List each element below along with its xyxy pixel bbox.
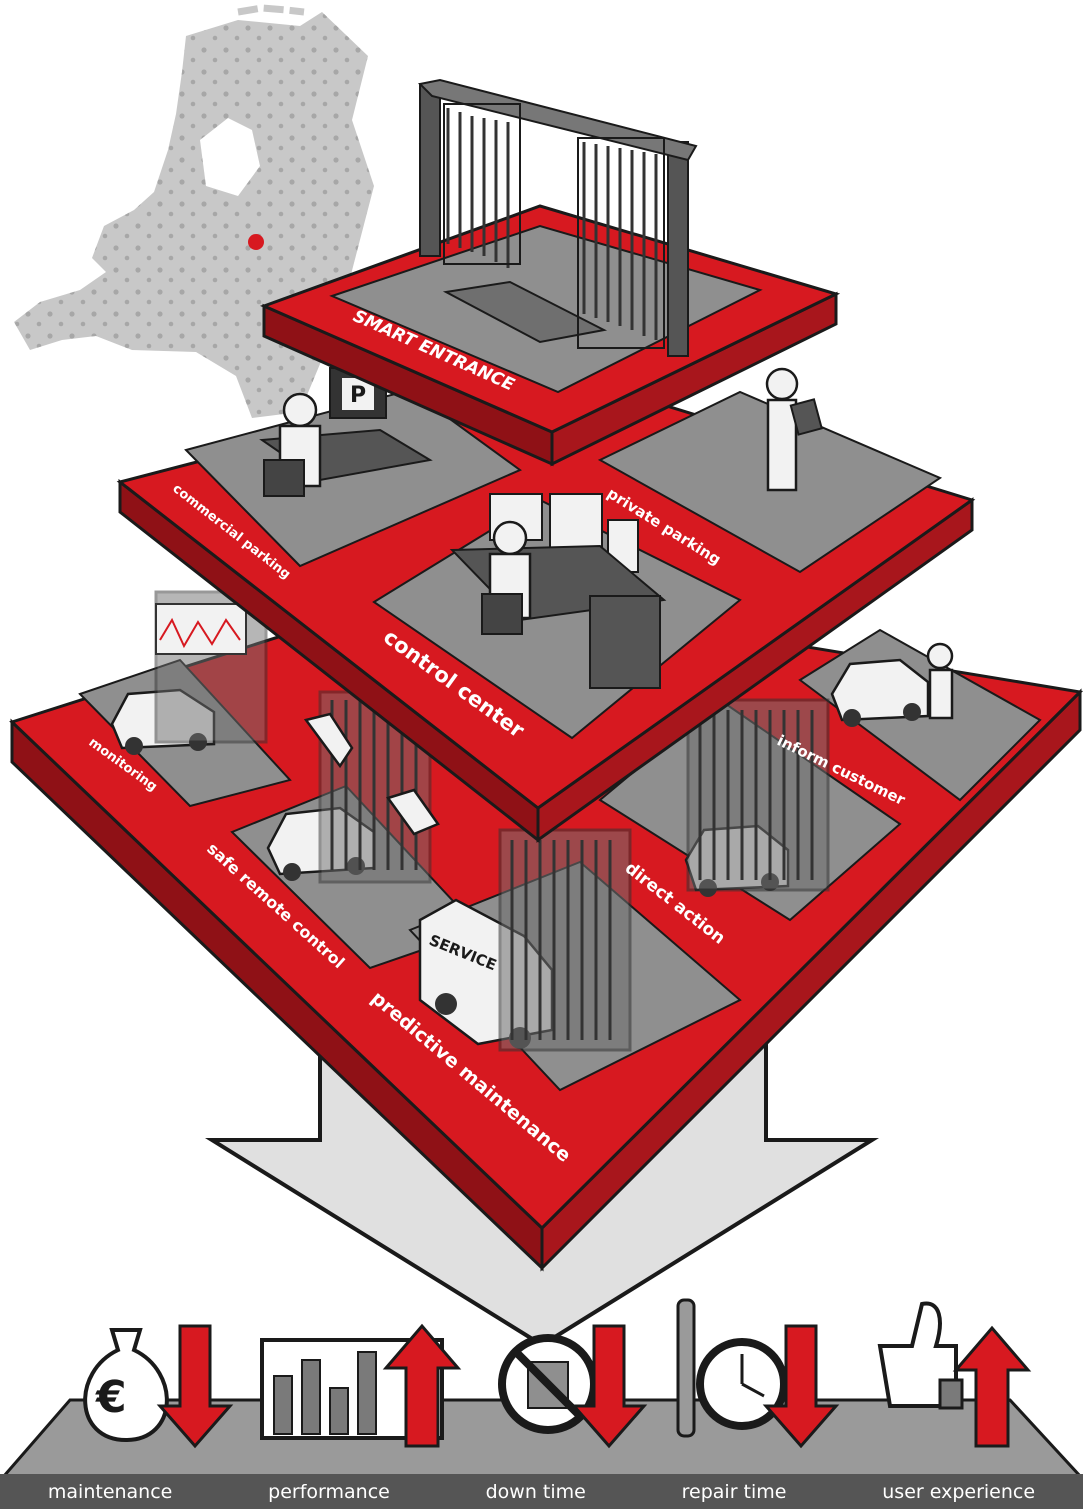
no-entry-gate-icon xyxy=(502,1338,594,1430)
map-screen-icon xyxy=(550,494,602,550)
gate-icon xyxy=(688,700,828,890)
clock-wrench-icon xyxy=(678,1300,784,1436)
parking-monitor-text: P xyxy=(350,383,366,408)
person-icon xyxy=(284,394,316,426)
gate-icon xyxy=(500,830,630,1050)
thumbs-up-icon xyxy=(880,1303,962,1408)
outcome-label-repair-time: repair time xyxy=(682,1481,787,1503)
person-icon xyxy=(494,522,526,554)
chair-icon xyxy=(482,594,522,634)
outcome-label-down-time: down time xyxy=(486,1481,586,1503)
person-phone-icon xyxy=(928,644,952,718)
euro-moneybag-icon: € xyxy=(85,1330,167,1440)
location-dot-icon xyxy=(248,234,264,250)
car-icon xyxy=(832,660,928,727)
outcome-label-maintenance: maintenance xyxy=(48,1481,172,1503)
outcome-label-performance: performance xyxy=(268,1481,390,1503)
outcome-label-user-experience: user experience xyxy=(882,1481,1035,1503)
svg-text:€: € xyxy=(95,1372,127,1423)
outcome-labels: maintenance performance down time repair… xyxy=(0,1474,1083,1509)
chair-icon xyxy=(264,460,304,496)
